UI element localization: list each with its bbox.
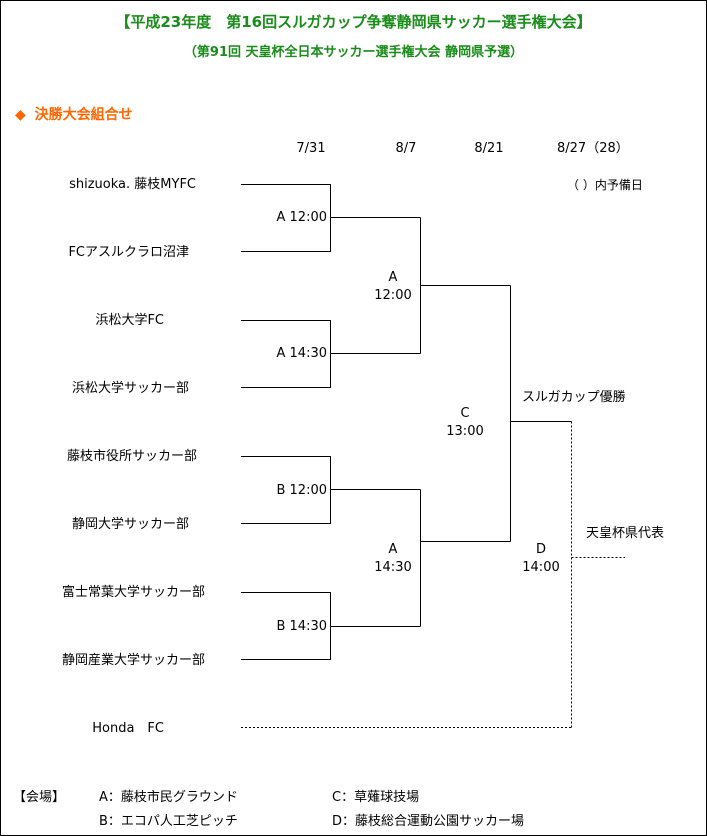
team-3: 浜松大学FC (95, 313, 164, 328)
match-r1-4-label: B 14:30 (276, 619, 327, 634)
venue-c: C：草薙球技場 (332, 790, 420, 805)
team-9: Honda FC (92, 721, 164, 736)
bracket-line-qf1 (420, 217, 511, 354)
bracket-line-r1-4 (241, 592, 421, 660)
team-7: 富士常葉大学サッカー部 (61, 585, 205, 600)
bracket-line-r1-3 (241, 456, 421, 524)
match-sf-venue: C (460, 406, 470, 421)
team-6: 静岡大学サッカー部 (71, 517, 189, 532)
team-1: shizuoka. 藤枝MYFC (69, 177, 196, 192)
venue-b: B：エコパ人工芝ピッチ (99, 814, 238, 829)
venue-heading: 【会場】 (13, 790, 66, 805)
match-sf-time: 13:00 (446, 424, 484, 439)
match-r1-2-label: A 14:30 (276, 346, 328, 361)
outcome-representative: 天皇杯県代表 (586, 526, 665, 541)
match-final-time: 14:00 (522, 560, 560, 575)
venue-d: D：藤枝総合運動公園サッカー場 (332, 814, 525, 829)
team-5: 藤枝市役所サッカー部 (66, 449, 197, 464)
match-r1-1-label: A 12:00 (276, 210, 328, 225)
section-heading: ◆ 決勝大会組合せ (15, 107, 133, 123)
match-qf2-time: 14:30 (374, 560, 412, 575)
team-4: 浜松大学サッカー部 (71, 381, 189, 396)
team-8: 静岡産業大学サッカー部 (61, 653, 205, 668)
bracket-line-r1-1 (241, 184, 421, 252)
date-round1: 7/31 (296, 141, 326, 156)
match-final-venue: D (535, 542, 546, 557)
reserve-note: （ ）内予備日 (567, 178, 643, 192)
date-semifinal: 8/21 (474, 141, 504, 156)
date-round2: 8/7 (395, 141, 417, 156)
diamond-bullet-icon: ◆ (15, 107, 26, 123)
outcome-winner: スルガカップ優勝 (522, 390, 626, 405)
bracket-line-sf (510, 285, 572, 542)
match-r1-3-label: B 12:00 (276, 483, 327, 498)
team-2: FCアスルクラロ沼津 (68, 245, 189, 260)
page-title: 【平成23年度 第16回スルガカップ争奪静岡県サッカー選手権大会】 (115, 13, 592, 31)
venue-a: A：藤枝市民グラウンド (99, 790, 238, 805)
section-label: 決勝大会組合せ (34, 107, 133, 123)
match-qf1-venue: A (388, 270, 398, 285)
match-qf1-time: 12:00 (374, 288, 412, 303)
bracket-line-r1-2 (241, 320, 421, 388)
bracket-line-qf2 (420, 489, 511, 627)
date-final: 8/27（28） (557, 141, 629, 156)
match-qf2-venue: A (388, 542, 398, 557)
page-subtitle: （第91回 天皇杯全日本サッカー選手権大会 静岡県予選） (183, 45, 524, 60)
